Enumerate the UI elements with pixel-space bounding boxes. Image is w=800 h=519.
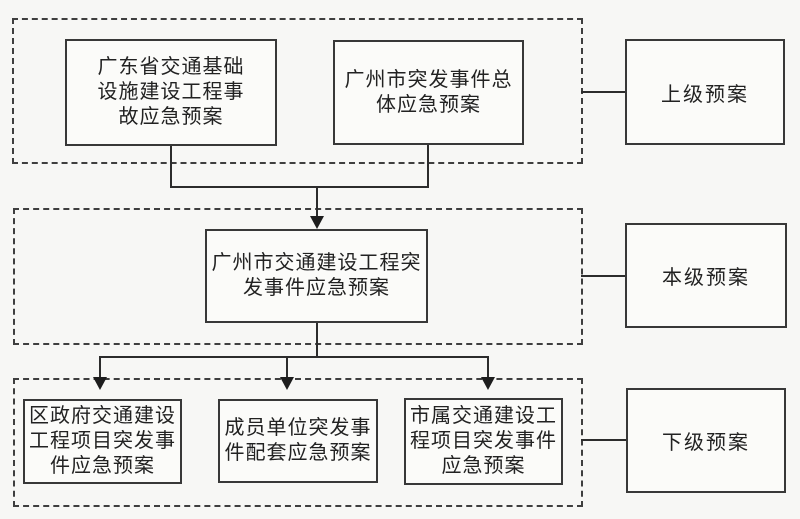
plan-box-text: 广州市突发事件总 体应急预案	[344, 68, 513, 116]
plan-box-text: 成员单位突发事 件配套应急预案	[224, 417, 372, 464]
tier-label-text: 下级预案	[662, 432, 750, 454]
plan-box-guangzhou-overall: 广州市突发事件总 体应急预案	[333, 40, 524, 145]
tier-label-text: 本级预案	[662, 267, 750, 289]
plan-box-municipal-projects: 市属交通建设工 程项目突发事件 应急预案	[404, 398, 563, 485]
plan-box-text: 市属交通建设工 程项目突发事件 应急预案	[410, 405, 557, 477]
tier-label-lower: 下级预案	[626, 388, 786, 493]
tier-label-text: 上级预案	[661, 83, 749, 106]
plan-box-text: 广东省交通基础 设施建设工程事 故应急预案	[97, 56, 245, 128]
tier-group-lower	[13, 378, 583, 507]
plan-box-text: 广州市交通建设工程突 发事件应急预案	[211, 252, 422, 299]
tier-label-upper: 上级预案	[625, 39, 785, 145]
tier-label-current: 本级预案	[625, 223, 787, 328]
plan-box-text: 区政府交通建设 工程项目突发事 件应急预案	[29, 405, 176, 477]
plan-box-district-government: 区政府交通建设 工程项目突发事 件应急预案	[23, 399, 182, 484]
plan-box-guangzhou-transport: 广州市交通建设工程突 发事件应急预案	[205, 229, 428, 323]
plan-box-member-units: 成员单位突发事 件配套应急预案	[218, 399, 378, 483]
plan-box-guangdong-provincial: 广东省交通基础 设施建设工程事 故应急预案	[65, 39, 277, 146]
